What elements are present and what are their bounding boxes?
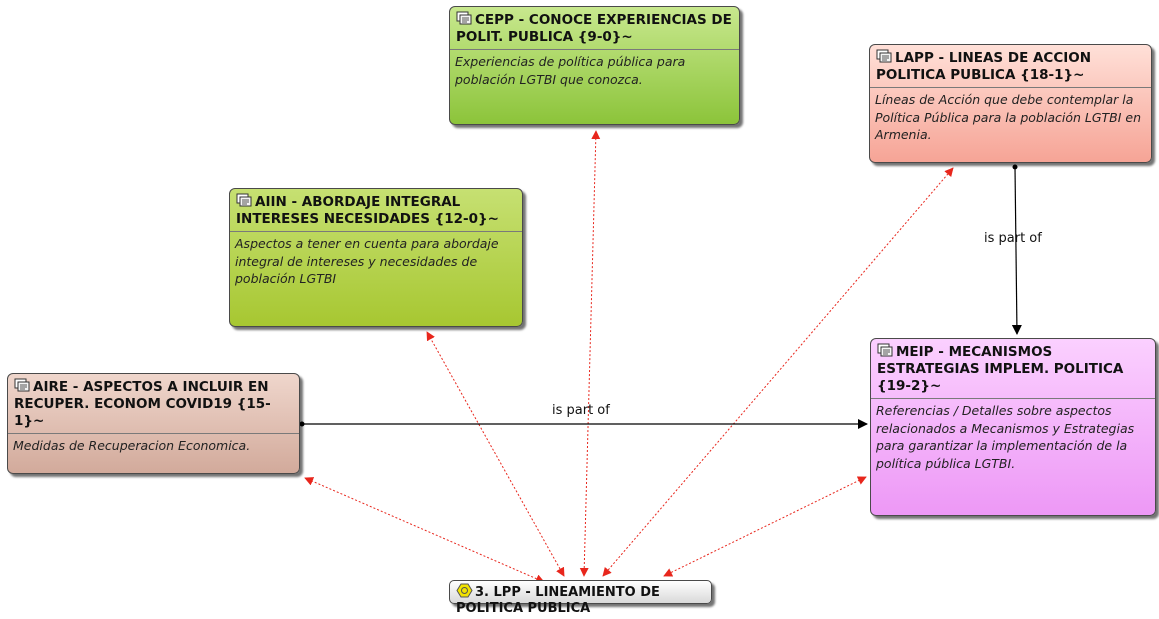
node-aire[interactable]: AIRE - ASPECTOS A INCLUIR EN RECUPER. EC… [7,373,300,474]
code-group-icon [877,343,894,358]
node-aire-title: AIRE - ASPECTOS A INCLUIR EN RECUPER. EC… [14,379,271,429]
edge-lpp-aire [304,477,545,583]
edge-lpp-cepp [579,130,601,577]
code-group-icon [14,378,31,393]
edge-label-lapp-meip: is part of [984,231,1042,246]
node-cepp-description: Experiencias de política pública para po… [450,49,739,92]
node-aiin[interactable]: AIIN - ABORDAJE INTEGRAL INTERESES NECES… [229,188,523,327]
edge-lapp-meip [1011,166,1022,335]
code-group-icon [456,11,473,26]
node-meip[interactable]: MEIP - MECANISMOS ESTRATEGIAS IMPLEM. PO… [870,338,1156,516]
node-lapp-description: Líneas de Acción que debe contemplar la … [870,87,1151,148]
node-lapp[interactable]: LAPP - LINEAS DE ACCION POLITICA PUBLICA… [869,44,1152,163]
node-lapp-title: LAPP - LINEAS DE ACCION POLITICA PUBLICA… [876,50,1092,83]
node-meip-description: Referencias / Detalles sobre aspectos re… [871,398,1155,476]
code-group-icon [876,49,893,64]
code-root-icon [456,583,473,598]
edge-label-aire-meip: is part of [552,403,610,418]
edge-lpp-lapp [602,167,954,577]
node-lpp[interactable]: 3. LPP - LINEAMIENTO DE POLITICA PUBLICA [449,580,712,616]
node-cepp-title: CEPP - CONOCE EXPERIENCIAS DE POLIT. PUB… [456,12,732,45]
edge-lpp-meip [663,476,867,577]
node-aiin-description: Aspectos a tener en cuenta para abordaje… [230,231,522,292]
node-meip-title: MEIP - MECANISMOS ESTRATEGIAS IMPLEM. PO… [877,344,1124,394]
node-lpp-title: 3. LPP - LINEAMIENTO DE POLITICA PUBLICA [456,585,660,616]
code-group-icon [236,193,253,208]
node-aire-description: Medidas de Recuperacion Economica. [8,433,299,459]
edge-lpp-aiin [426,331,565,577]
node-cepp[interactable]: CEPP - CONOCE EXPERIENCIAS DE POLIT. PUB… [449,6,740,125]
node-aiin-title: AIIN - ABORDAJE INTEGRAL INTERESES NECES… [236,194,499,227]
